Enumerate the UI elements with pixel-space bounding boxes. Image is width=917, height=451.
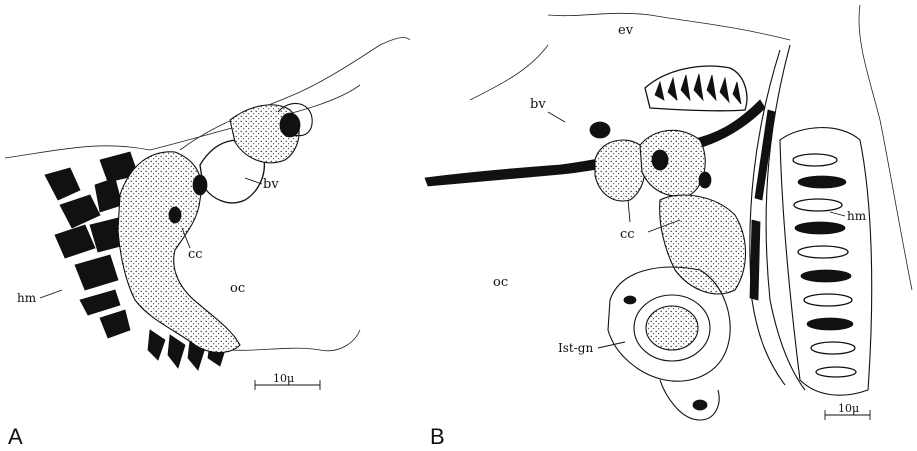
- panel-a-scale-label: 10μ: [273, 372, 294, 385]
- panel-a: bv cc oc hm 10μ A: [5, 38, 410, 449]
- panel-a-label-cc: cc: [188, 247, 203, 262]
- panel-a-membrane-left: [5, 85, 360, 158]
- panel-b-scale-label: 10μ: [838, 402, 859, 415]
- panel-a-scale-bar: 10μ: [255, 372, 320, 390]
- panel-a-vessel-3: [169, 207, 181, 223]
- panel-b: ev bv cc oc hm Ist-gn 10μ B: [425, 5, 912, 449]
- panel-a-label-hm: hm: [17, 291, 37, 305]
- panel-a-label-oc: oc: [230, 281, 245, 296]
- panel-b-letter: B: [430, 424, 445, 449]
- panel-b-label-cc: cc: [620, 227, 635, 242]
- panel-b-membrane-right: [859, 5, 912, 290]
- panel-b-label-oc: oc: [493, 275, 508, 290]
- panel-b-leader-ist-gn: [598, 342, 625, 348]
- panel-b-vessel-2: [590, 122, 610, 138]
- panel-b-cc-lower: [660, 195, 746, 294]
- panel-a-membrane-bottom: [230, 330, 360, 351]
- panel-b-membrane-top: [548, 13, 790, 40]
- panel-b-vessel-3: [699, 172, 711, 188]
- panel-b-label-ist-gn: Ist-gn: [558, 341, 593, 355]
- panel-b-membrane-left: [470, 45, 548, 100]
- panel-a-letter: A: [8, 424, 23, 449]
- panel-b-label-hm: hm: [847, 209, 867, 223]
- panel-b-leader-hm: [830, 212, 845, 216]
- panel-a-vessel-2: [193, 175, 207, 195]
- panel-b-vessel-1: [652, 150, 668, 170]
- panel-b-cc-center: [640, 130, 705, 196]
- panel-a-label-bv: bv: [263, 177, 279, 192]
- panel-a-leader-hm: [40, 290, 62, 298]
- panel-b-label-ev: ev: [618, 23, 634, 38]
- panel-b-hm-column: [780, 128, 872, 396]
- panel-b-label-bv: bv: [530, 97, 546, 112]
- panel-b-strands: [750, 45, 805, 390]
- panel-b-cc-left: [595, 140, 645, 201]
- panel-b-leader-bv: [548, 112, 565, 122]
- panel-b-scale-bar: 10μ: [825, 402, 870, 420]
